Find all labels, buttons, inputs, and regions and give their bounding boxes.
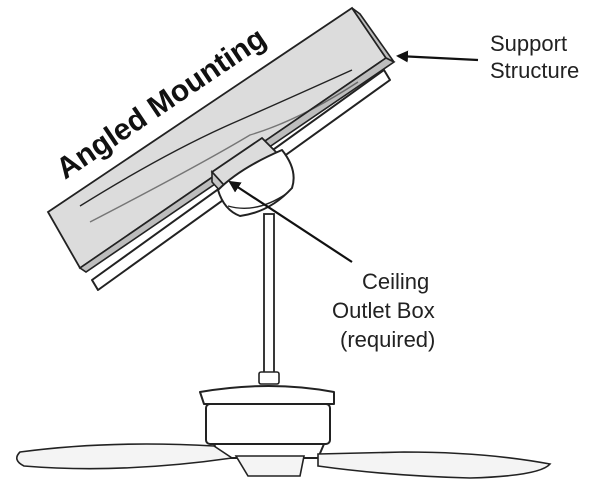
fan-blade-right xyxy=(317,451,552,479)
ceiling-outlet-box-label: Ceiling Outlet Box (required) xyxy=(332,269,441,352)
mounting-canopy xyxy=(217,149,295,217)
fan-blade-left xyxy=(16,443,235,470)
support-structure-label: Support Structure xyxy=(490,31,579,83)
support-structure-arrow xyxy=(396,50,479,63)
outlet-box-arrow xyxy=(228,180,353,263)
fan-blade-center xyxy=(234,455,305,477)
downrod xyxy=(258,213,280,385)
fan-motor-housing xyxy=(199,385,335,459)
fan-blades xyxy=(16,443,552,479)
